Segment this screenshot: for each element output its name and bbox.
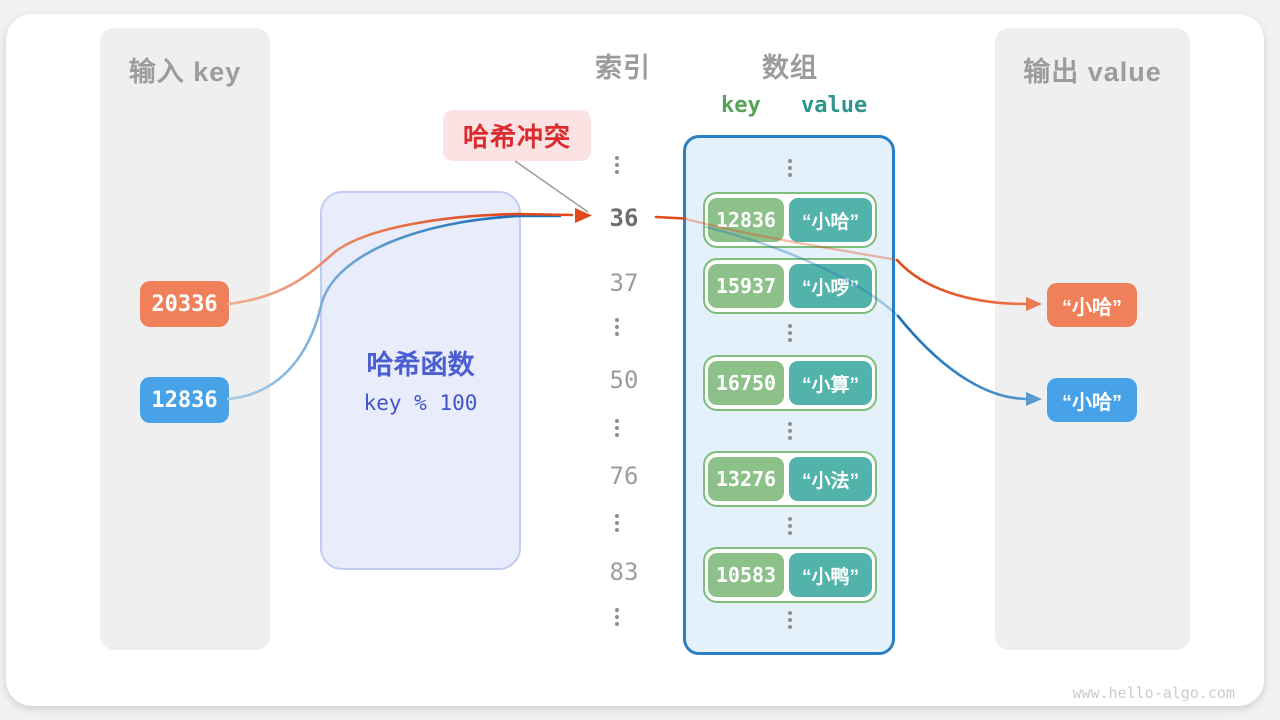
- ellipsis-dots: [788, 517, 792, 535]
- input-key-panel: 输入 key: [100, 28, 270, 650]
- output-value-chip-blue: “小哈”: [1047, 378, 1137, 422]
- array-bucket-panel: 12836 “小哈” 15937 “小啰” 16750 “小算” 13276 “…: [683, 135, 895, 655]
- ellipsis-dots: [788, 324, 792, 342]
- kv-pair-row: 12836 “小哈”: [703, 192, 877, 248]
- key-cell: 12836: [708, 198, 784, 242]
- hash-function-box: 哈希函数 key % 100: [320, 191, 521, 570]
- index-row-36: 36: [609, 204, 639, 232]
- key-cell: 13276: [708, 457, 784, 501]
- ellipsis-dots: [788, 422, 792, 440]
- ellipsis-dots: [615, 608, 619, 626]
- input-key-value: 20336: [151, 291, 218, 317]
- key-cell: 15937: [708, 264, 784, 308]
- hash-collision-badge: 哈希冲突: [443, 110, 591, 161]
- array-column-title: 数组: [762, 53, 818, 83]
- input-key-chip-blue: 12836: [140, 377, 229, 423]
- index-row-76: 76: [609, 462, 639, 490]
- ellipsis-dots: [788, 611, 792, 629]
- ellipsis-dots: [615, 156, 619, 174]
- index-row-83: 83: [609, 558, 639, 586]
- ellipsis-dots: [615, 419, 619, 437]
- hash-collision-label: 哈希冲突: [462, 122, 571, 152]
- output-value-panel: 输出 value: [995, 28, 1190, 650]
- value-cell: “小鸭”: [789, 553, 872, 597]
- input-key-title: 输入 key: [128, 57, 242, 87]
- output-value: “小哈”: [1062, 391, 1122, 414]
- key-cell: 16750: [708, 361, 784, 405]
- value-cell: “小哈”: [789, 198, 872, 242]
- index-row-50: 50: [609, 366, 639, 394]
- array-key-header: key: [721, 93, 761, 118]
- index-column-title: 索引: [595, 53, 651, 83]
- output-value: “小哈”: [1062, 296, 1122, 319]
- kv-pair-row: 16750 “小算”: [703, 355, 877, 411]
- hash-function-formula: key % 100: [363, 391, 478, 415]
- value-cell: “小法”: [789, 457, 872, 501]
- kv-pair-row: 13276 “小法”: [703, 451, 877, 507]
- output-value-chip-orange: “小哈”: [1047, 283, 1137, 327]
- input-key-chip-orange: 20336: [140, 281, 229, 327]
- watermark: www.hello-algo.com: [1072, 684, 1235, 702]
- ellipsis-dots: [615, 318, 619, 336]
- kv-pair-row: 10583 “小鸭”: [703, 547, 877, 603]
- key-cell: 10583: [708, 553, 784, 597]
- index-row-37: 37: [609, 269, 639, 297]
- ellipsis-dots: [615, 514, 619, 532]
- input-key-value: 12836: [151, 387, 218, 413]
- kv-pair-row: 15937 “小啰”: [703, 258, 877, 314]
- array-kv-header: key value: [683, 93, 895, 119]
- output-value-title: 输出 value: [1023, 57, 1162, 87]
- array-value-header: value: [801, 93, 868, 118]
- ellipsis-dots: [788, 159, 792, 177]
- value-cell: “小算”: [789, 361, 872, 405]
- value-cell: “小啰”: [789, 264, 872, 308]
- hash-function-label: 哈希函数: [366, 350, 475, 380]
